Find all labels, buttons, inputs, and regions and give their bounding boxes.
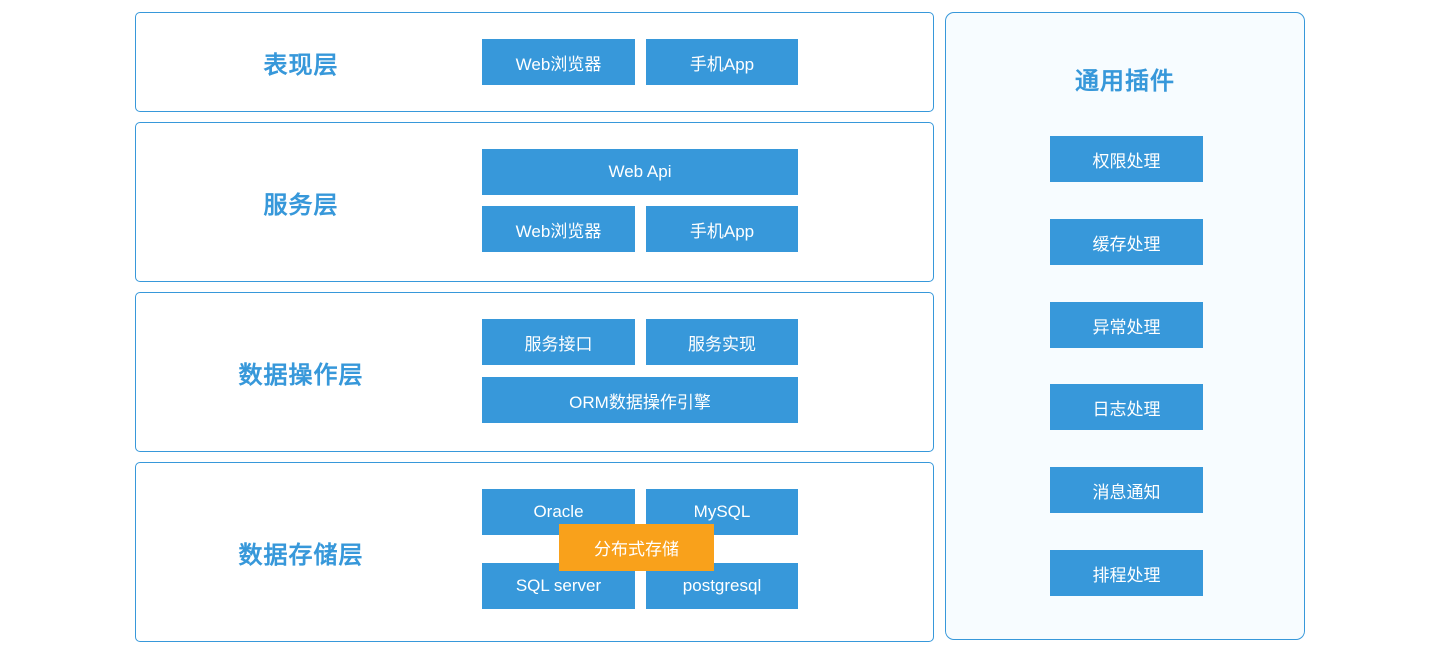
layer-data-operation-title: 数据操作层 (238, 361, 364, 389)
plugins-panel: 通用插件 权限处理 缓存处理 异常处理 日志处理 消息通知 排程处理 (945, 12, 1305, 640)
layer-data-storage-title: 数据存储层 (238, 541, 364, 569)
plugin-item-exception: 异常处理 (1050, 302, 1203, 348)
plugin-item-schedule: 排程处理 (1050, 550, 1203, 596)
layer-presentation: 表现层 Web浏览器 手机App (135, 12, 934, 112)
node-service-interface: 服务接口 (482, 319, 635, 365)
layer-service-title: 服务层 (263, 191, 339, 219)
node-mobile-app: 手机App (646, 39, 798, 85)
layer-data-storage: 数据存储层 Oracle MySQL SQL server postgresql… (135, 462, 934, 642)
plugin-item-notification: 消息通知 (1050, 467, 1203, 513)
plugins-panel-title: 通用插件 (1075, 68, 1175, 95)
node-web-browser: Web浏览器 (482, 206, 635, 252)
node-web-api: Web Api (482, 149, 798, 195)
plugin-item-permission: 权限处理 (1050, 136, 1203, 182)
layer-data-operation: 数据操作层 服务接口 服务实现 ORM数据操作引擎 (135, 292, 934, 452)
plugin-item-cache: 缓存处理 (1050, 219, 1203, 265)
node-web-browser: Web浏览器 (482, 39, 635, 85)
node-mobile-app: 手机App (646, 206, 798, 252)
node-service-implementation: 服务实现 (646, 319, 798, 365)
node-orm-engine: ORM数据操作引擎 (482, 377, 798, 423)
node-oracle: Oracle (482, 489, 635, 535)
plugin-item-log: 日志处理 (1050, 384, 1203, 430)
node-postgresql: postgresql (646, 563, 798, 609)
layer-service: 服务层 Web Api Web浏览器 手机App (135, 122, 934, 282)
layer-presentation-title: 表现层 (263, 51, 339, 79)
node-distributed-storage: 分布式存储 (559, 524, 714, 571)
node-sql-server: SQL server (482, 563, 635, 609)
